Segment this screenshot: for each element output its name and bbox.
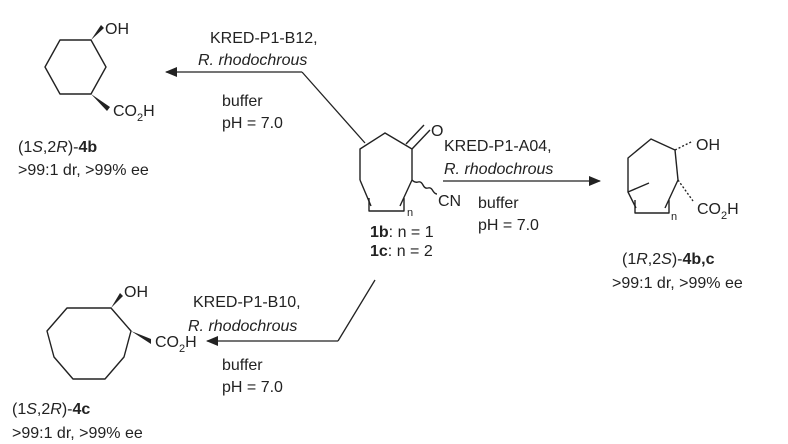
ring-size-subscript: n	[407, 207, 413, 219]
product-top-co2h-label: CO2H	[113, 103, 155, 124]
reaction-bottom-medium: buffer	[222, 357, 263, 374]
substrate-ring	[359, 132, 413, 207]
reaction-bottom-enzyme: KRED-P1-B10,	[193, 294, 301, 311]
product-top-wedge-oh	[91, 25, 104, 40]
product-4b-top: OH CO2H (1S,2R)-4b >99:1 dr, >99% ee	[18, 21, 155, 179]
wavy-bond	[411, 179, 438, 195]
nitrile-label: CN	[438, 193, 461, 210]
reaction-right-enzyme: KRED-P1-A04,	[444, 138, 552, 155]
reaction-right-organism: R. rhodochrous	[444, 161, 553, 178]
reaction-right-medium: buffer	[478, 195, 519, 212]
arrow-bottom-diagonal	[337, 279, 376, 342]
reaction-arrow-right: KRED-P1-A04, R. rhodochrous buffer pH = …	[443, 138, 601, 234]
product-right-selectivity: >99:1 dr, >99% ee	[612, 275, 743, 292]
product-top-wedge-co2h	[91, 94, 110, 111]
reaction-top-ph: pH = 7.0	[222, 115, 283, 132]
product-right-ring	[627, 138, 679, 209]
compound-label-1c: 1c: n = 2	[370, 243, 433, 260]
reaction-arrow-bottom: KRED-P1-B10, R. rhodochrous buffer pH = …	[188, 279, 376, 396]
reaction-arrow-top: KRED-P1-B12, R. rhodochrous buffer pH = …	[165, 30, 366, 144]
carbonyl-oxygen-label: O	[431, 123, 443, 140]
product-4bc-right: n OH CO2H (1R,2S)-4b,c >99:1 dr, >99% ee	[612, 137, 743, 292]
carbonyl-bond-double	[405, 124, 425, 145]
reaction-right-ph: pH = 7.0	[478, 217, 539, 234]
product-right-hash-oh	[674, 140, 694, 151]
product-right-co2h-label: CO2H	[697, 201, 739, 222]
product-bottom-oh-label: OH	[124, 284, 148, 301]
product-top-oh-label: OH	[105, 21, 129, 38]
product-right-n-subscript: n	[671, 211, 677, 223]
carbonyl-bond	[411, 129, 431, 150]
arrow-top-diagonal	[301, 71, 366, 144]
substrate-structure: O CN n 1b: n = 1 1c: n = 2	[359, 123, 461, 260]
product-bottom-selectivity: >99:1 dr, >99% ee	[12, 425, 143, 442]
product-top-selectivity: >99:1 dr, >99% ee	[18, 162, 149, 179]
compound-label-1b: 1b: n = 1	[370, 224, 434, 241]
reaction-bottom-ph: pH = 7.0	[222, 379, 283, 396]
product-top-ring	[44, 39, 107, 95]
reaction-bottom-organism: R. rhodochrous	[188, 318, 297, 335]
product-top-configuration: (1S,2R)-4b	[18, 139, 97, 156]
product-bottom-co2h-label: CO2H	[155, 334, 197, 355]
product-right-bracket	[634, 200, 670, 214]
product-right-hash-co2h	[677, 179, 694, 202]
product-bottom-wedge-oh	[111, 293, 123, 308]
reaction-top-organism: R. rhodochrous	[198, 52, 307, 69]
reaction-top-medium: buffer	[222, 93, 263, 110]
product-bottom-ring	[46, 307, 132, 380]
product-right-configuration: (1R,2S)-4b,c	[622, 251, 715, 268]
product-right-oh-label: OH	[696, 137, 720, 154]
product-bottom-wedge-co2h	[131, 331, 151, 344]
product-bottom-configuration: (1S,2R)-4c	[12, 401, 90, 418]
ring-size-bracket	[368, 198, 405, 212]
product-4c-bottom: OH CO2H (1S,2R)-4c >99:1 dr, >99% ee	[12, 284, 197, 442]
reaction-top-enzyme: KRED-P1-B12,	[210, 30, 318, 47]
